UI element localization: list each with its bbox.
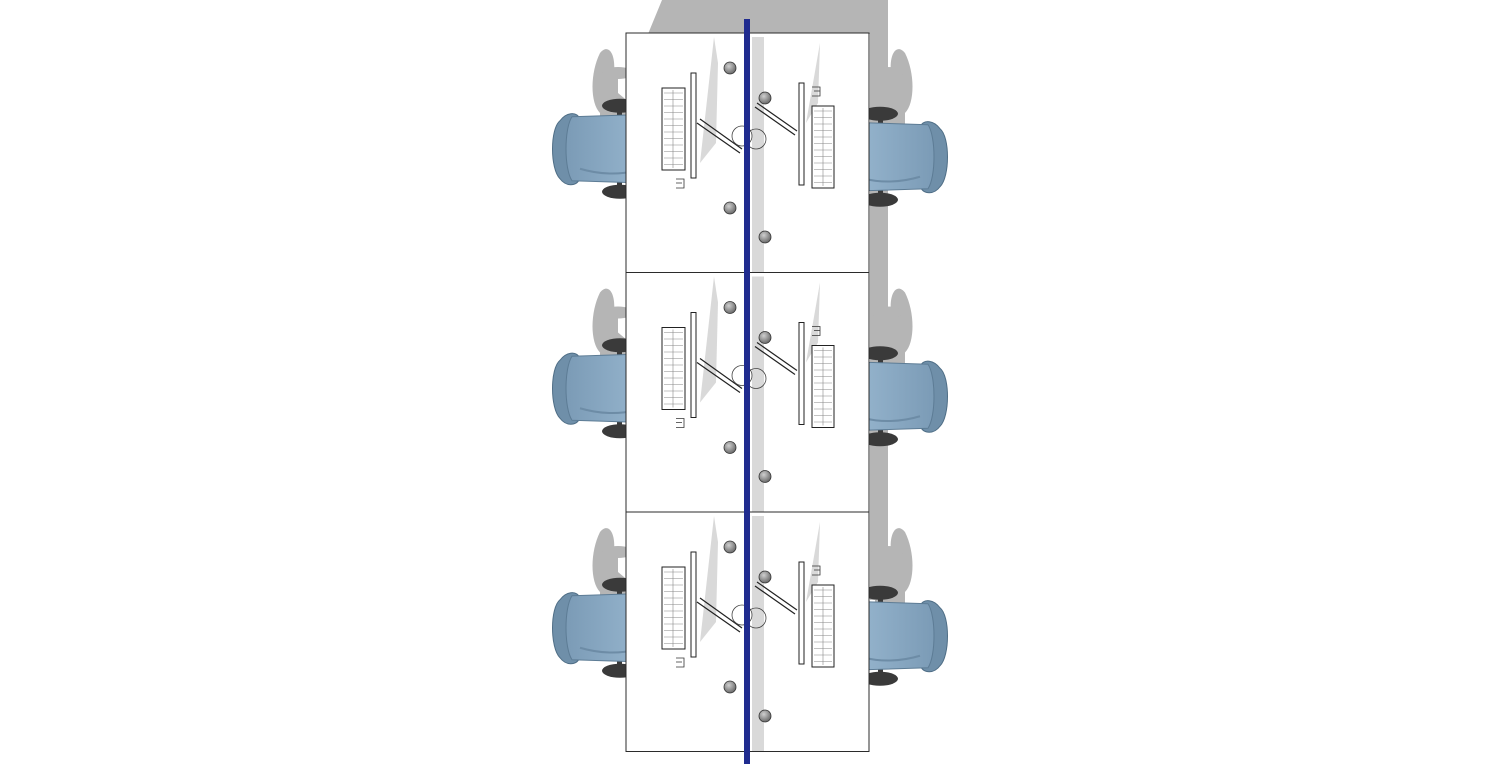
office-chair-icon bbox=[862, 346, 948, 447]
keyboard-icon bbox=[661, 566, 686, 650]
cable-grommet-icon bbox=[723, 441, 737, 454]
chair-armrest bbox=[862, 585, 898, 600]
office-chair-icon bbox=[862, 106, 948, 207]
monitor-arm-icon bbox=[754, 342, 798, 375]
office-chair-icon bbox=[552, 98, 638, 199]
office-chair-icon bbox=[552, 338, 638, 439]
chair-armrest bbox=[862, 192, 898, 207]
monitor-arm-icon bbox=[696, 597, 743, 633]
chair-armrest bbox=[862, 671, 898, 686]
monitor-arm-icon bbox=[696, 358, 743, 393]
chairs bbox=[552, 98, 948, 686]
office-chair-icon bbox=[862, 585, 948, 686]
cable-grommet-icon bbox=[723, 680, 737, 694]
office-chair-icon bbox=[552, 577, 638, 678]
chair-seat bbox=[864, 122, 935, 192]
cable-grommet-icon bbox=[758, 570, 772, 584]
monitor-arm-icon bbox=[754, 581, 798, 615]
cable-grommet-icon bbox=[758, 91, 772, 105]
monitor-shadow bbox=[806, 43, 820, 123]
monitor-shadow bbox=[700, 37, 718, 163]
monitor-shadow bbox=[700, 516, 718, 642]
chair-seat bbox=[864, 361, 935, 431]
mouse-icon bbox=[812, 565, 821, 576]
cable-grommet-icon bbox=[723, 201, 737, 215]
mouse-icon bbox=[676, 178, 685, 189]
cable-grommet-icon bbox=[758, 230, 772, 244]
keyboard-icon bbox=[811, 584, 835, 668]
monitor-arm-clamp bbox=[731, 604, 753, 626]
chair-seat bbox=[864, 601, 935, 671]
cable-grommet-icon bbox=[723, 301, 737, 314]
chair-seat bbox=[565, 114, 636, 184]
chair-seat bbox=[565, 353, 636, 423]
keyboard-icon bbox=[811, 105, 835, 189]
monitor-arm-clamp bbox=[731, 365, 753, 386]
monitor-icon bbox=[798, 561, 805, 665]
desk-equipment bbox=[661, 37, 835, 751]
cable-grommet-icon bbox=[758, 331, 772, 344]
monitor-icon bbox=[690, 72, 697, 179]
mouse-icon bbox=[676, 418, 685, 428]
monitor-icon bbox=[798, 82, 805, 186]
mouse-icon bbox=[812, 86, 821, 97]
monitor-shadow bbox=[806, 522, 820, 602]
chair-armrest bbox=[862, 346, 898, 361]
monitor-icon bbox=[690, 551, 697, 658]
monitor-arm-icon bbox=[696, 118, 743, 154]
monitor-arm-clamp bbox=[731, 125, 753, 147]
chair-seat bbox=[565, 593, 636, 663]
chair-armrest bbox=[862, 106, 898, 121]
cable-grommet-icon bbox=[758, 470, 772, 483]
cable-grommet-icon bbox=[758, 709, 772, 723]
monitor-arm-icon bbox=[754, 102, 798, 136]
monitor-shadow bbox=[806, 282, 820, 363]
keyboard-icon bbox=[811, 345, 835, 428]
mouse-icon bbox=[676, 657, 685, 668]
cable-grommet-icon bbox=[723, 540, 737, 554]
keyboard-icon bbox=[661, 327, 686, 410]
monitor-icon bbox=[798, 322, 805, 425]
chair-armrest bbox=[862, 432, 898, 447]
divider-screen bbox=[744, 19, 750, 764]
monitor-shadow bbox=[700, 276, 718, 403]
monitor-icon bbox=[690, 312, 697, 418]
keyboard-icon bbox=[661, 87, 686, 171]
mouse-icon bbox=[812, 326, 821, 336]
cable-grommet-icon bbox=[723, 61, 737, 75]
